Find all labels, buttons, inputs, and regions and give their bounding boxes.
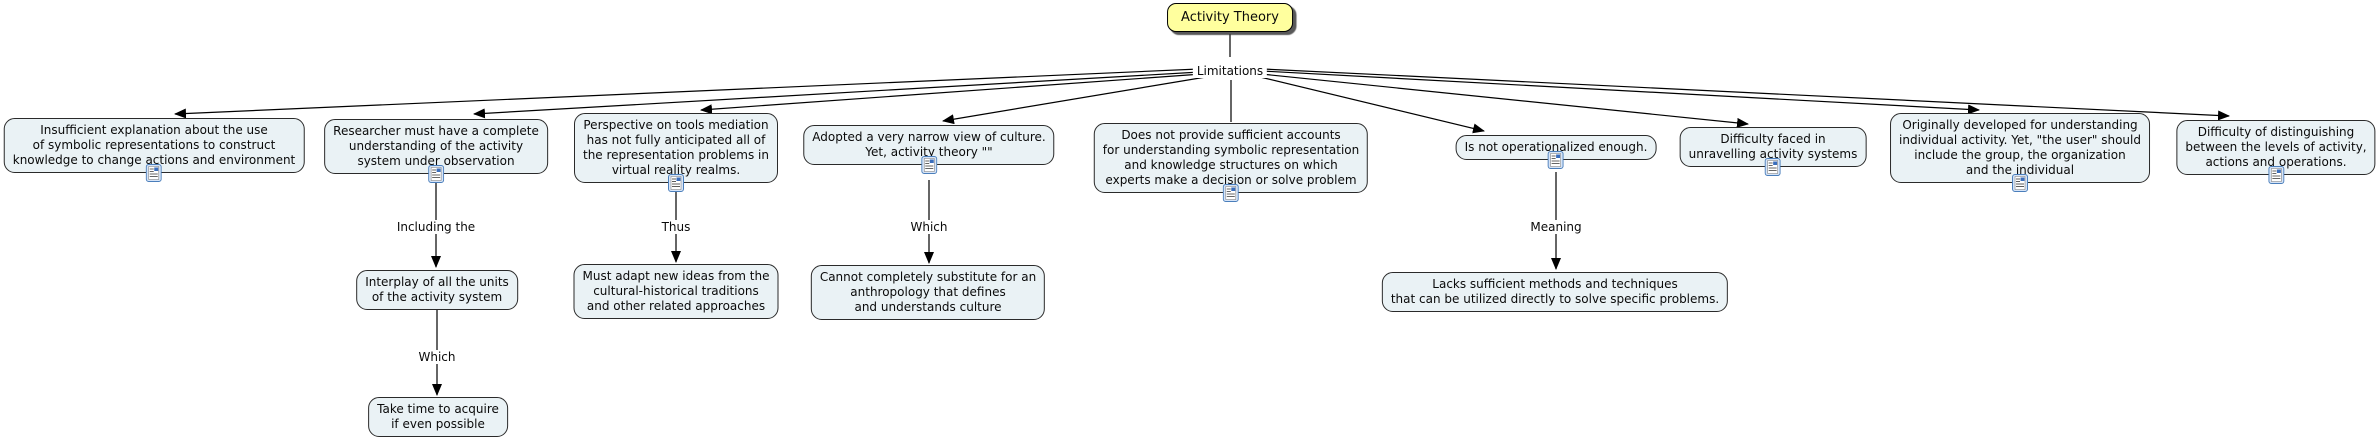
concept-label: Adopted a very narrow view of culture. Y…: [812, 130, 1046, 159]
resource-icon[interactable]: [1764, 158, 1781, 176]
concept-label: Insufficient explanation about the use o…: [12, 123, 296, 167]
concept-tools-mediation[interactable]: Perspective on tools mediation has not f…: [574, 113, 778, 192]
concept-individual-activity-origin[interactable]: Originally developed for understanding i…: [1890, 113, 2150, 192]
link-label-limitations[interactable]: Limitations: [1192, 64, 1268, 78]
resource-icon[interactable]: [145, 164, 162, 182]
concept-label: Researcher must have a complete understa…: [333, 124, 539, 168]
resource-icon[interactable]: [1222, 184, 1239, 202]
concept-not-operationalized[interactable]: Is not operationalized enough.: [1455, 135, 1657, 169]
resource-icon[interactable]: [2268, 166, 2284, 184]
concept-insufficient-accounts[interactable]: Does not provide sufficient accounts for…: [1093, 123, 1369, 202]
concept-adapt-new-ideas[interactable]: Must adapt new ideas from the cultural-h…: [573, 264, 779, 319]
concept-label: Activity Theory: [1181, 10, 1279, 25]
concept-lacks-methods[interactable]: Lacks sufficient methods and techniques …: [1381, 272, 1729, 312]
concept-interplay-units[interactable]: Interplay of all the units of the activi…: [356, 270, 518, 310]
concept-label: Difficulty of distinguishing between the…: [2185, 125, 2367, 169]
concept-label: Is not operationalized enough.: [1464, 140, 1648, 154]
link-label-meaning[interactable]: Meaning: [1526, 220, 1586, 234]
concept-label: Cannot completely substitute for an anth…: [819, 270, 1037, 314]
concept-label: Does not provide sufficient accounts for…: [1102, 128, 1360, 187]
concept-unravelling-difficulty[interactable]: Difficulty faced in unravelling activity…: [1679, 127, 1867, 176]
link-label-including-the[interactable]: Including the: [392, 220, 480, 234]
concept-insufficient-explanation[interactable]: Insufficient explanation about the use o…: [3, 118, 305, 182]
link-label-which-culture[interactable]: Which: [906, 220, 952, 234]
resource-icon[interactable]: [1547, 151, 1564, 169]
concept-take-time[interactable]: Take time to acquire if even possible: [368, 397, 508, 437]
concept-label: Must adapt new ideas from the cultural-h…: [582, 269, 770, 313]
concept-label: Interplay of all the units of the activi…: [365, 275, 509, 304]
concept-label: Take time to acquire if even possible: [377, 402, 499, 431]
concept-levels-distinction-difficulty[interactable]: Difficulty of distinguishing between the…: [2176, 120, 2376, 184]
concept-researcher-complete-understanding[interactable]: Researcher must have a complete understa…: [324, 119, 548, 183]
resource-icon[interactable]: [668, 174, 684, 192]
resource-icon[interactable]: [2011, 174, 2028, 192]
concept-cannot-substitute-anthropology[interactable]: Cannot completely substitute for an anth…: [810, 265, 1046, 320]
concept-narrow-view-culture[interactable]: Adopted a very narrow view of culture. Y…: [803, 125, 1055, 174]
concept-label: Perspective on tools mediation has not f…: [583, 118, 769, 177]
concept-label: Difficulty faced in unravelling activity…: [1688, 132, 1858, 161]
resource-icon[interactable]: [428, 165, 444, 183]
concept-activity-theory[interactable]: Activity Theory: [1167, 3, 1293, 32]
concept-label: Originally developed for understanding i…: [1899, 118, 2141, 177]
link-label-which-interplay[interactable]: Which: [414, 350, 460, 364]
resource-icon[interactable]: [921, 156, 937, 174]
link-label-thus[interactable]: Thus: [657, 220, 695, 234]
concept-label: Lacks sufficient methods and techniques …: [1390, 277, 1720, 306]
